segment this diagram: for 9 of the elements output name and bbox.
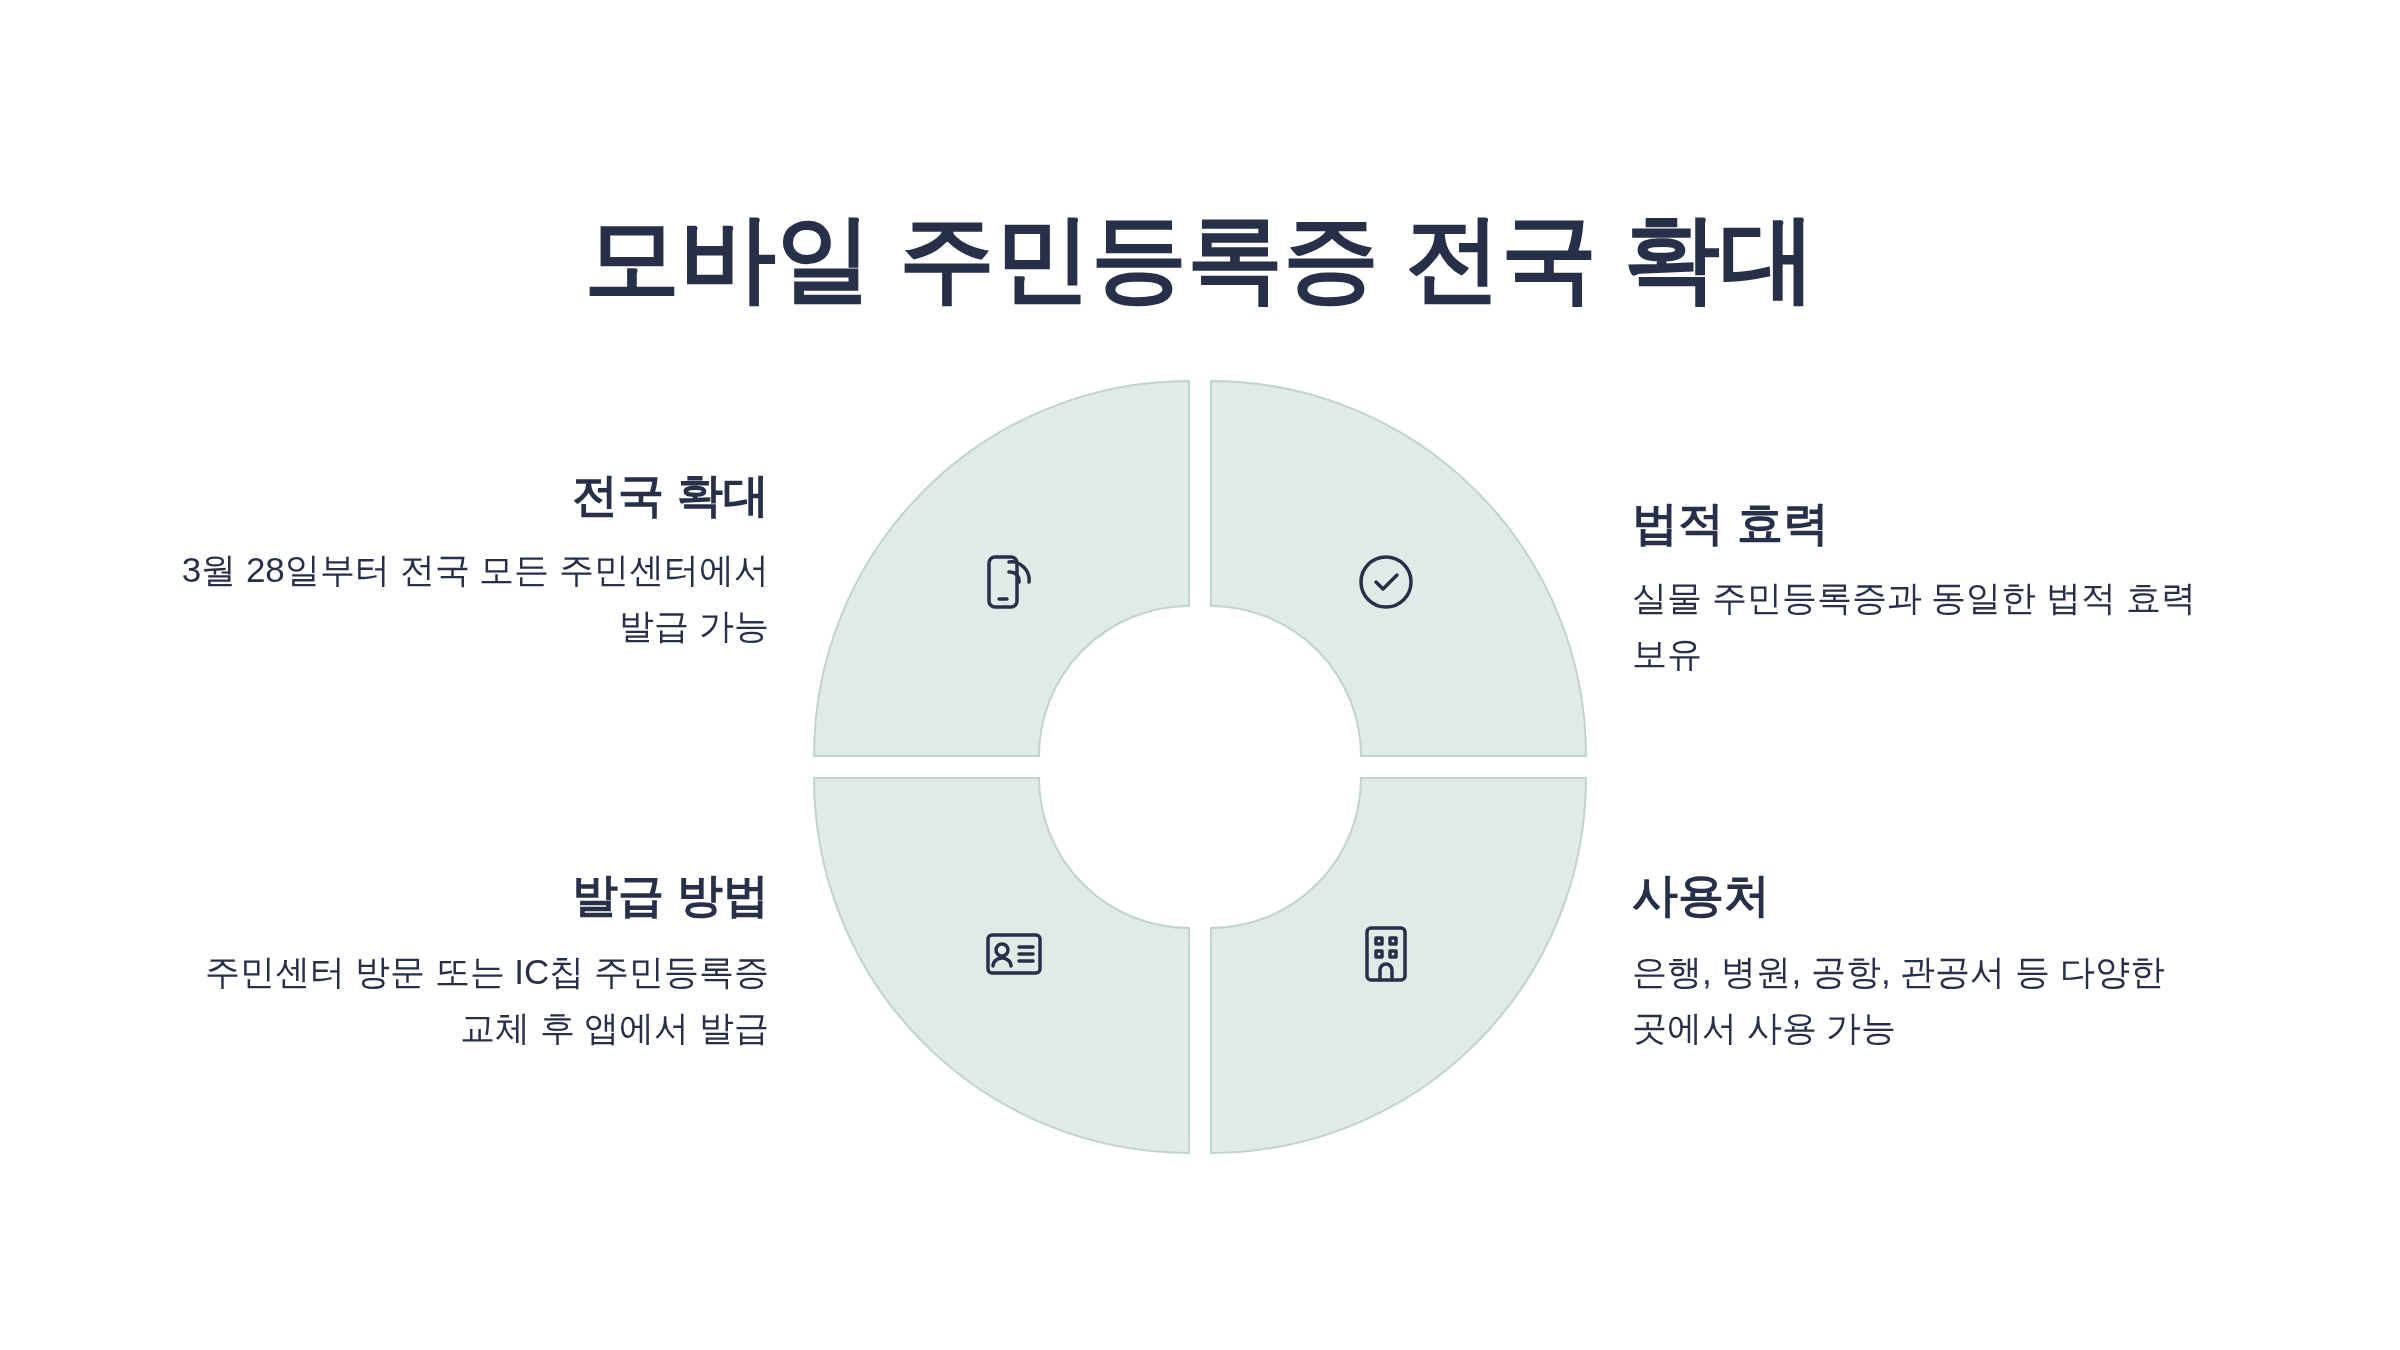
heading: 사용처 — [1632, 869, 1770, 921]
description: 은행, 병원, 공항, 관공서 등 다양한 곳에서 사용 가능 — [1632, 951, 2166, 1049]
heading: 전국 확대 — [572, 469, 769, 521]
heading: 발급 방법 — [572, 869, 769, 921]
description: 3월 28일부터 전국 모든 주민센터에서 발급 가능 — [180, 549, 769, 647]
heading: 법적 효력 — [1632, 497, 1829, 549]
title: 모바일 주민등록증 전국 확대 — [583, 203, 1817, 313]
description: 주민센터 방문 또는 IC칩 주민등록증 교체 후 앱에서 발급 — [204, 951, 769, 1049]
description: 실물 주민등록증과 동일한 법적 효력 보유 — [1632, 577, 2197, 675]
